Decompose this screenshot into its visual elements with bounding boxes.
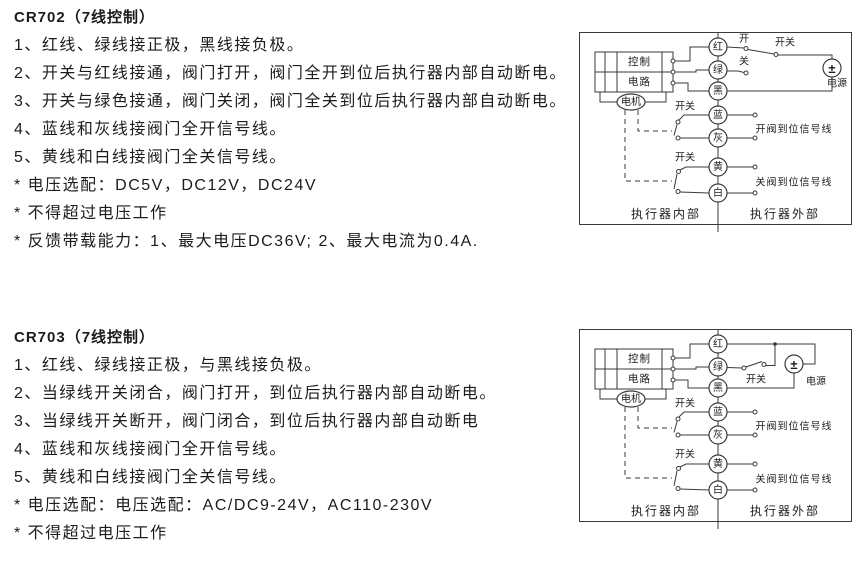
signal-terminals: 开阀到位信号线 关阀到位信号线: [727, 112, 833, 196]
diagram-border: [579, 329, 852, 522]
wire-red: 红: [713, 40, 723, 53]
wire-gray: 灰: [713, 131, 723, 144]
actuator-inside-label: 执行器内部: [631, 503, 701, 518]
close-signal-label: 关阀到位信号线: [756, 176, 833, 189]
dashed-link-close-switch: [624, 110, 672, 182]
control-circuit-box: 控制 电路: [594, 348, 676, 390]
manual-switch-label: 开关: [746, 373, 766, 386]
wire-gray: 灰: [713, 428, 723, 441]
signal-terminals: 开阀到位信号线 关阀到位信号线: [727, 409, 833, 493]
cr703-note-warning: * 不得超过电压工作: [14, 525, 168, 542]
cr702-note-warning: * 不得超过电压工作: [14, 205, 168, 222]
section-cr703-text: CR703（7线控制） 1、红线、绿线接正极，与黑线接负极。 2、当绿线开关闭合…: [14, 324, 584, 548]
wire-black: 黑: [713, 382, 723, 394]
motor: 电机: [599, 92, 667, 111]
wire-box-to-red: [675, 343, 709, 359]
open-limit-switch: 开关: [673, 100, 709, 141]
motor: 电机: [599, 389, 667, 408]
manual-switch-and-power: 开 开关 关 ± 电源: [726, 34, 847, 92]
open-signal-label: 开阀到位信号线: [756, 123, 833, 136]
open-limit-switch-label: 开关: [675, 397, 695, 410]
close-limit-switch: 开关: [673, 151, 710, 194]
control-circuit-label-2: 电路: [628, 372, 651, 385]
open-contact-label: 开: [739, 34, 749, 45]
wire-box-to-green: [675, 366, 709, 370]
cr703-line-3: 3、当绿线开关断开，阀门闭合，到位后执行器内部自动断电: [14, 413, 480, 430]
wire-green: 绿: [713, 63, 723, 76]
wire-terminals: 红 绿 黑 蓝 灰 黄 白: [708, 37, 728, 203]
wire-blue: 蓝: [713, 406, 723, 418]
manual-switch-and-power: 开关 ± 电源: [726, 342, 826, 389]
cr703-wiring-diagram: 控制 电路 电机 开关 开关: [579, 329, 852, 529]
open-signal-label: 开阀到位信号线: [756, 420, 833, 433]
wire-box-to-red: [675, 46, 709, 62]
wire-box-to-black: [675, 379, 709, 389]
close-contact-label: 关: [739, 55, 749, 68]
wire-green: 绿: [713, 360, 723, 373]
power-label: 电源: [806, 375, 826, 388]
wire-red: 红: [713, 337, 723, 350]
close-limit-switch: 开关: [673, 448, 710, 491]
dashed-link-close-switch: [624, 407, 672, 479]
open-limit-switch: 开关: [673, 397, 709, 438]
wire-blue: 蓝: [713, 109, 723, 121]
wire-yellow: 黄: [713, 457, 723, 470]
cr703-line-1: 1、红线、绿线接正极，与黑线接负极。: [14, 357, 322, 374]
wire-box-to-green: [675, 69, 709, 73]
cr703-line-4: 4、蓝线和灰线接阀门全开信号线。: [14, 441, 287, 458]
power-plusminus: ±: [790, 357, 797, 372]
dashed-link-open-switch: [637, 110, 672, 132]
wire-white: 白: [713, 483, 723, 496]
motor-label: 电机: [621, 95, 641, 108]
wire-black: 黑: [713, 85, 723, 97]
cr703-title: CR703（7线控制）: [14, 329, 156, 346]
cr702-line-3: 3、开关与绿色接通，阀门关闭，阀门全关到位后执行器内部自动断电。: [14, 93, 567, 110]
cr703-line-5: 5、黄线和白线接阀门全关信号线。: [14, 469, 287, 486]
control-circuit-label-1: 控制: [628, 55, 651, 68]
wire-yellow: 黄: [713, 160, 723, 173]
cr702-line-4: 4、蓝线和灰线接阀门全开信号线。: [14, 121, 287, 138]
power-supply-symbol: [822, 58, 842, 78]
cr702-wiring-diagram: 控制 电路 电机 开关 开关: [579, 32, 852, 232]
wire-terminals: 红 绿 黑 蓝 灰 黄 白: [708, 334, 728, 500]
motor-label: 电机: [621, 392, 641, 405]
wire-box-to-black: [675, 82, 709, 92]
cr702-line-5: 5、黄线和白线接阀门全关信号线。: [14, 149, 287, 166]
close-limit-switch-label: 开关: [675, 151, 695, 164]
manual-switch-label: 开关: [775, 36, 795, 49]
diagram-border: [579, 32, 852, 225]
actuator-outside-label: 执行器外部: [750, 206, 820, 221]
section-cr702-text: CR702（7线控制） 1、红线、绿线接正极，黑线接负极。 2、开关与红线接通，…: [14, 4, 584, 256]
control-circuit-label-1: 控制: [628, 352, 651, 365]
actuator-inside-label: 执行器内部: [631, 206, 701, 221]
power-plusminus: ±: [828, 61, 835, 76]
control-circuit-label-2: 电路: [628, 75, 651, 88]
wire-white: 白: [713, 186, 723, 199]
cr702-title: CR702（7线控制）: [14, 9, 156, 26]
cr702-line-2: 2、开关与红线接通，阀门打开，阀门全开到位后执行器内部自动断电。: [14, 65, 567, 82]
cr703-note-voltage: * 电压选配：电压选配：AC/DC9-24V，AC110-230V: [14, 497, 434, 514]
cr702-line-1: 1、红线、绿线接正极，黑线接负极。: [14, 37, 305, 54]
power-label: 电源: [827, 77, 847, 90]
close-signal-label: 关阀到位信号线: [756, 473, 833, 486]
close-limit-switch-label: 开关: [675, 448, 695, 461]
cr703-line-2: 2、当绿线开关闭合，阀门打开，到位后执行器内部自动断电。: [14, 385, 497, 402]
control-circuit-box: 控制 电路: [594, 51, 676, 93]
cr702-note-feedback: * 反馈带载能力：1、最大电压DC36V; 2、最大电流为0.4A.: [14, 233, 479, 250]
dashed-link-open-switch: [637, 407, 672, 429]
open-limit-switch-label: 开关: [675, 100, 695, 113]
power-supply-symbol: [784, 354, 804, 374]
actuator-outside-label: 执行器外部: [750, 503, 820, 518]
cr702-note-voltage: * 电压选配：DC5V，DC12V，DC24V: [14, 177, 318, 194]
